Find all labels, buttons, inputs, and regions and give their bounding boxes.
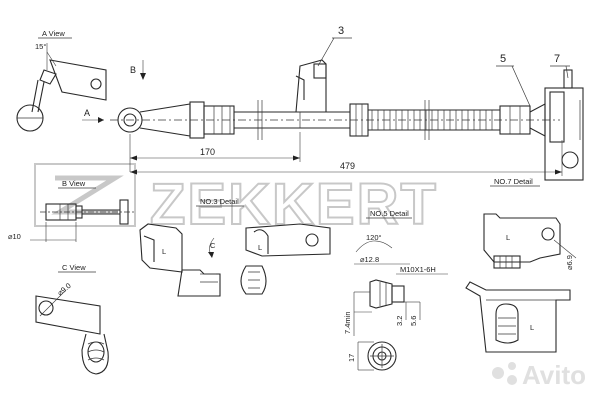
l-label-3: L xyxy=(506,233,510,242)
phi6-9-label: ⌀6.9 xyxy=(565,255,574,270)
angle-15-label: 15° xyxy=(35,42,46,51)
no5-label: NO.5 Detail xyxy=(370,209,409,218)
b-arrow-label: B xyxy=(130,65,136,75)
no3-detail-group: NO.3 Detail L C xyxy=(139,197,244,297)
dim-170-label: 170 xyxy=(200,147,215,157)
callout-3-label: 3 xyxy=(338,25,344,37)
c-arrow-label: C xyxy=(210,241,216,250)
b-view-group: B View ⌀10 xyxy=(8,179,136,242)
avito-watermark: Avito xyxy=(492,360,586,390)
watermark-brand: ZEKKERT xyxy=(150,172,438,237)
callout-3: 3 xyxy=(317,25,352,67)
b-view-label: B View xyxy=(62,179,86,188)
l-label-4: L xyxy=(530,323,534,332)
dim-479-label: 479 xyxy=(340,161,355,171)
dim-17-label: 17 xyxy=(347,354,356,362)
no3-label: NO.3 Detail xyxy=(200,197,239,206)
dimension-479: 479 xyxy=(130,140,563,176)
l-label-2: L xyxy=(258,243,262,252)
no7-detail-group: NO.7 Detail L ⌀6.9 L xyxy=(465,177,577,353)
brake-hose-assembly xyxy=(110,59,584,181)
callout-7-label: 7 xyxy=(554,53,560,65)
phi10-label: ⌀10 xyxy=(8,232,21,241)
a-view-label: A View xyxy=(42,29,65,38)
thread-label: M10X1-6H xyxy=(400,265,436,274)
bracket-detail-group: L xyxy=(240,223,331,295)
phi9-label: ⌀9.0 xyxy=(56,281,73,298)
a-view-arrow: A xyxy=(82,108,104,123)
a-arrow-label: A xyxy=(84,108,90,118)
avito-text: Avito xyxy=(522,360,586,390)
a-view-group: A View 15° xyxy=(16,29,107,132)
dim-3-2-label: 3.2 xyxy=(395,316,404,326)
c-view-label: C View xyxy=(62,263,86,272)
callout-5: 5 xyxy=(496,53,531,107)
no5-detail-group: NO.5 Detail 120° ⌀12.8 M10X1-6H 3.2 5.6 … xyxy=(343,209,448,371)
no7-label: NO.7 Detail xyxy=(494,177,533,186)
c-view-group: C View ⌀9.0 xyxy=(35,263,109,375)
b-view-arrow: B xyxy=(130,60,146,80)
callout-5-label: 5 xyxy=(500,53,506,65)
phi12-8-label: ⌀12.8 xyxy=(360,255,379,264)
dimension-170: 170 xyxy=(129,132,301,172)
l-label-1: L xyxy=(162,247,166,256)
angle-120-label: 120° xyxy=(366,233,382,242)
dim-7-4-label: 7.4min xyxy=(343,311,352,334)
callout-7: 7 xyxy=(550,53,570,79)
dim-5-6-label: 5.6 xyxy=(409,316,418,326)
